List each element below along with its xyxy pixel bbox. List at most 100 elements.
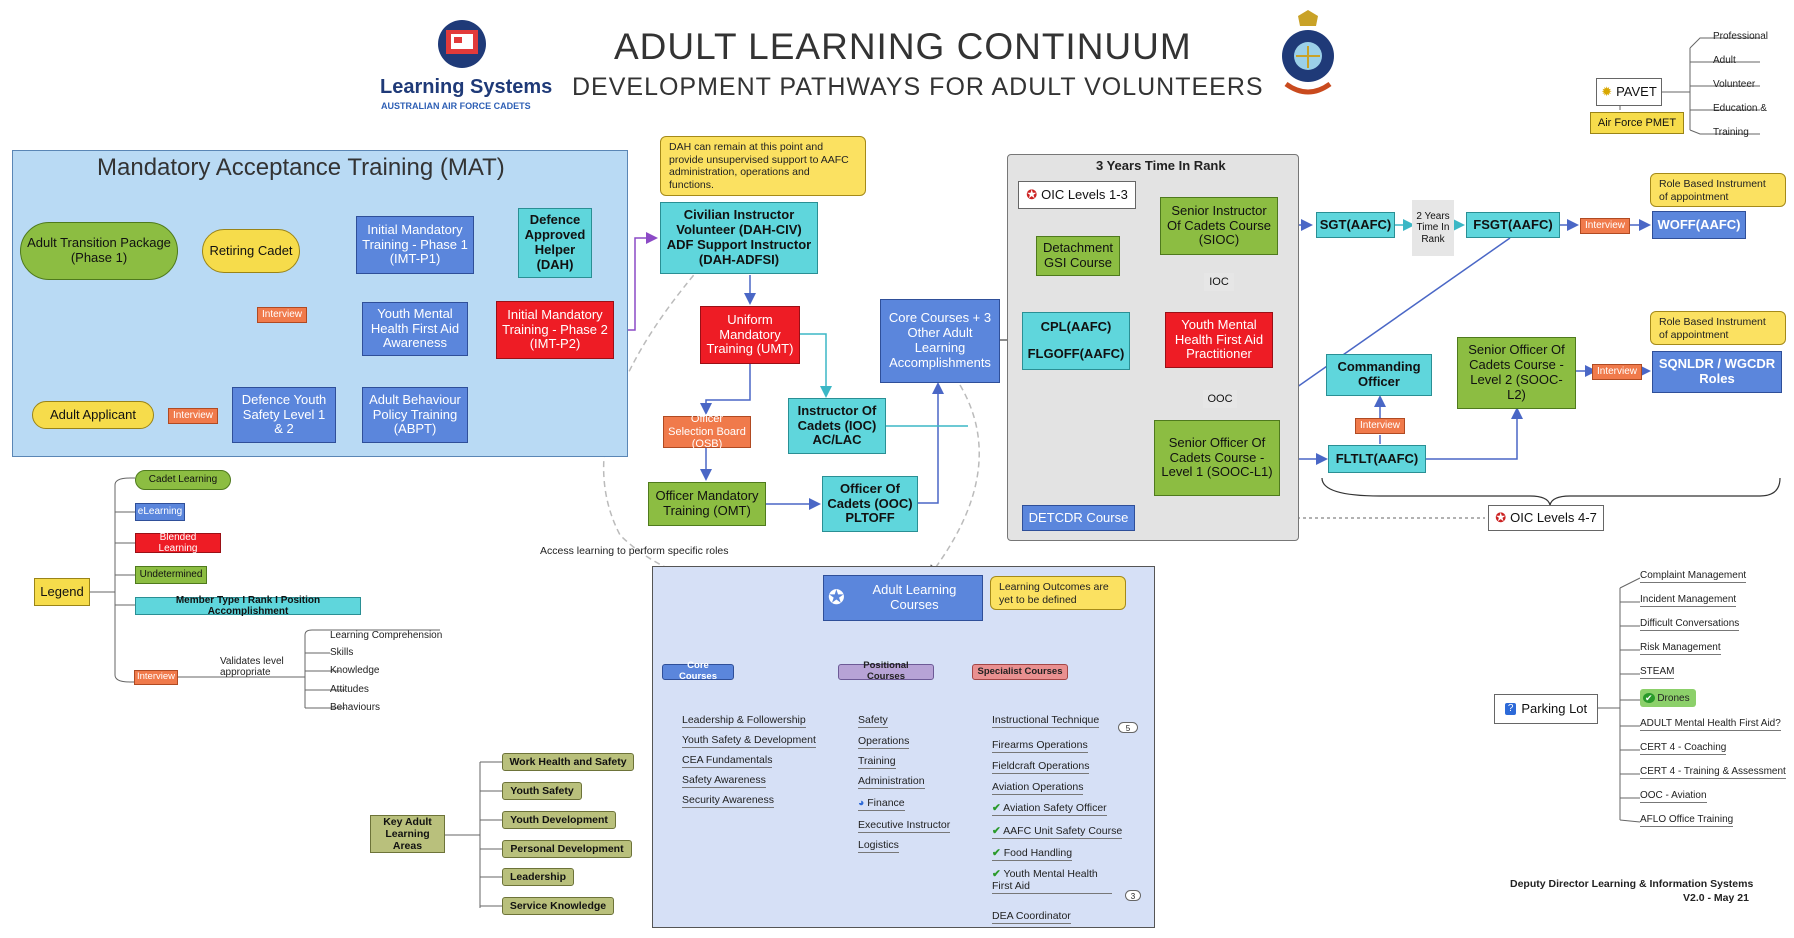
- core-courses-header: Core Courses: [662, 660, 734, 682]
- logo-text: Learning Systems: [380, 76, 553, 98]
- detcdr-course[interactable]: DETCDR Course: [1022, 505, 1135, 531]
- core-courses-accomplishments[interactable]: Core Courses + 3 Other Adult Learning Ac…: [880, 299, 1000, 383]
- adult-applicant[interactable]: Adult Applicant: [32, 401, 154, 429]
- page-subtitle: DEVELOPMENT PATHWAYS FOR ADULT VOLUNTEER…: [572, 73, 1264, 101]
- sooc-level-1[interactable]: Senior Officer Of Cadets Course - Level …: [1154, 420, 1280, 496]
- detachment-gsi-course[interactable]: Detachment GSI Course: [1036, 236, 1120, 276]
- alc-emblem-icon: ✪: [828, 586, 845, 609]
- oic-levels-4-7-label: OIC Levels 4-7: [1510, 509, 1597, 525]
- parking-item: Risk Management: [1640, 642, 1721, 655]
- sqnldr-wgcdr-roles[interactable]: SQNLDR / WGCDR Roles: [1652, 351, 1782, 393]
- legend-blended-learning: Blended Learning: [135, 532, 221, 554]
- fltlt-aafc[interactable]: FLTLT(AAFC): [1328, 445, 1426, 473]
- adult-transition-package[interactable]: Adult Transition Package (Phase 1): [20, 222, 178, 280]
- uniform-mandatory-training[interactable]: Uniform Mandatory Training (UMT): [700, 306, 800, 364]
- check-circle-icon: ✔: [1643, 693, 1655, 703]
- officer-selection-board[interactable]: Officer Selection Board (OSB): [663, 413, 751, 450]
- core-course-item: Safety Awareness: [682, 774, 766, 788]
- woff-aafc[interactable]: WOFF(AAFC): [1652, 211, 1746, 239]
- dah-helper[interactable]: Defence Approved Helper (DAH): [518, 208, 592, 278]
- question-icon: ?: [1504, 703, 1517, 715]
- pavet-icon: ✹: [1601, 83, 1613, 99]
- core-course-item: Youth Safety & Development: [682, 734, 816, 748]
- positional-course-item: Administration: [858, 775, 925, 789]
- ymhfa-practitioner[interactable]: Youth Mental Health First Aid Practition…: [1165, 312, 1273, 368]
- imt-p1[interactable]: Initial Mandatory Training - Phase 1 (IM…: [356, 216, 474, 274]
- specialist-course-item: Instructional Technique: [992, 714, 1100, 728]
- time-in-rank-title: 3 Years Time In Rank: [1096, 158, 1226, 173]
- imt-p2[interactable]: Initial Mandatory Training - Phase 2 (IM…: [496, 301, 614, 359]
- cpl-flgoff[interactable]: CPL(AAFC) FLGOFF(AAFC): [1022, 312, 1130, 370]
- oic-levels-1-3-label: OIC Levels 1-3: [1041, 186, 1128, 202]
- finance-label: Finance: [867, 797, 905, 809]
- pavet[interactable]: ✹ PAVET: [1596, 78, 1662, 106]
- positional-course-item: Logistics: [858, 839, 899, 853]
- interview-tag-mat-a: Interview: [257, 307, 307, 323]
- alc-title[interactable]: ✪ Adult Learning Courses: [823, 575, 983, 621]
- pie-chart-icon: ◕: [858, 797, 865, 809]
- defence-youth-safety[interactable]: Defence Youth Safety Level 1 & 2: [232, 387, 336, 443]
- officer-mandatory-training[interactable]: Officer Mandatory Training (OMT): [648, 482, 766, 526]
- learning-systems-logo: Learning Systems AUSTRALIAN AIR FORCE CA…: [380, 18, 552, 113]
- legend-elearning: eLearning: [135, 503, 185, 521]
- dah-note: DAH can remain at this point and provide…: [660, 136, 866, 196]
- validates-item: Behaviours: [330, 702, 381, 713]
- positional-course-item: Training: [858, 755, 896, 769]
- parking-lot[interactable]: ? Parking Lot: [1494, 694, 1598, 724]
- validates-item: Knowledge: [330, 665, 380, 676]
- officer-of-cadets[interactable]: Officer Of Cadets (OOC) PLTOFF: [822, 476, 918, 532]
- positional-courses-header: Positional Courses: [838, 660, 934, 682]
- access-learning-note: Access learning to perform specific role…: [540, 545, 729, 557]
- award-icon: ✪: [1495, 509, 1507, 525]
- specialist-course-item: DEA Coordinator: [992, 910, 1071, 924]
- positional-course-item: Operations: [858, 735, 910, 749]
- parking-item: Incident Management: [1640, 594, 1737, 607]
- role-note-woff: Role Based Instrument of appointment: [1650, 173, 1786, 207]
- parking-lot-label: Parking Lot: [1521, 700, 1588, 716]
- key-area-item: Service Knowledge: [502, 897, 614, 915]
- pavet-item: Adult: [1713, 55, 1736, 66]
- legend-interview: Interview: [134, 670, 178, 685]
- fsgt-aafc[interactable]: FSGT(AAFC): [1466, 212, 1560, 238]
- award-icon: ✪: [1026, 186, 1038, 202]
- validates-note: Validates level appropriate: [220, 656, 284, 678]
- logo-emblem-icon: [438, 20, 486, 68]
- two-years-tag: 2 Years Time In Rank: [1412, 200, 1454, 256]
- sgt-aafc[interactable]: SGT(AAFC): [1316, 212, 1395, 238]
- instructor-of-cadets[interactable]: Instructor Of Cadets (IOC) AC/LAC: [788, 398, 886, 454]
- civilian-instructor-volunteer[interactable]: Civilian Instructor Volunteer (DAH-CIV) …: [660, 202, 818, 274]
- specialist-course-item: Aviation Operations: [992, 781, 1084, 795]
- unit-safety-label: AAFC Unit Safety Course: [1003, 825, 1123, 837]
- key-area-item: Youth Development: [502, 811, 616, 829]
- commanding-officer[interactable]: Commanding Officer: [1326, 354, 1432, 396]
- legend-cadet-learning: Cadet Learning: [135, 470, 231, 490]
- check-icon: ✔: [992, 868, 1001, 880]
- flgoff-label: FLGOFF(AAFC): [1027, 346, 1125, 361]
- legend-undetermined: Undetermined: [135, 566, 207, 584]
- parking-item: OOC - Aviation: [1640, 790, 1707, 803]
- adult-behaviour-policy[interactable]: Adult Behaviour Policy Training (ABPT): [362, 387, 468, 443]
- legend-accomplishment: Member Type I Rank I Position Accomplish…: [135, 595, 361, 617]
- specialist-courses-header: Specialist Courses: [972, 664, 1068, 680]
- interview-tag-woff: Interview: [1580, 218, 1630, 234]
- parking-item: STEAM: [1640, 666, 1675, 679]
- interview-tag-mat-b: Interview: [168, 408, 218, 424]
- sooc-level-2[interactable]: Senior Officer Of Cadets Course - Level …: [1457, 337, 1576, 409]
- aviation-safety-item: ✔ Aviation Safety Officer: [992, 802, 1107, 816]
- specialist-course-item: Fieldcraft Operations: [992, 760, 1090, 774]
- drones-label: Drones: [1657, 693, 1690, 704]
- alc-title-label: Adult Learning Courses: [872, 582, 957, 612]
- parking-item: Difficult Conversations: [1640, 618, 1740, 631]
- food-handling-item: ✔ Food Handling: [992, 847, 1073, 861]
- oic-levels-1-3[interactable]: ✪ OIC Levels 1-3: [1018, 181, 1136, 209]
- interview-tag-sqnldr: Interview: [1592, 364, 1642, 380]
- footer-line-2: V2.0 - May 21: [1683, 892, 1749, 904]
- youth-mental-health-awareness[interactable]: Youth Mental Health First Aid Awareness: [362, 302, 468, 356]
- oic-levels-4-7[interactable]: ✪ OIC Levels 4-7: [1488, 505, 1604, 531]
- drones-item: ✔ Drones: [1640, 689, 1696, 707]
- senior-instructor-course[interactable]: Senior Instructor Of Cadets Course (SIOC…: [1160, 197, 1278, 255]
- ymhfa-item: ✔ Youth Mental Health First Aid: [992, 868, 1112, 894]
- parking-item: Complaint Management: [1640, 570, 1747, 583]
- footer-line-1: Deputy Director Learning & Information S…: [1510, 878, 1754, 890]
- retiring-cadet[interactable]: Retiring Cadet: [202, 229, 300, 273]
